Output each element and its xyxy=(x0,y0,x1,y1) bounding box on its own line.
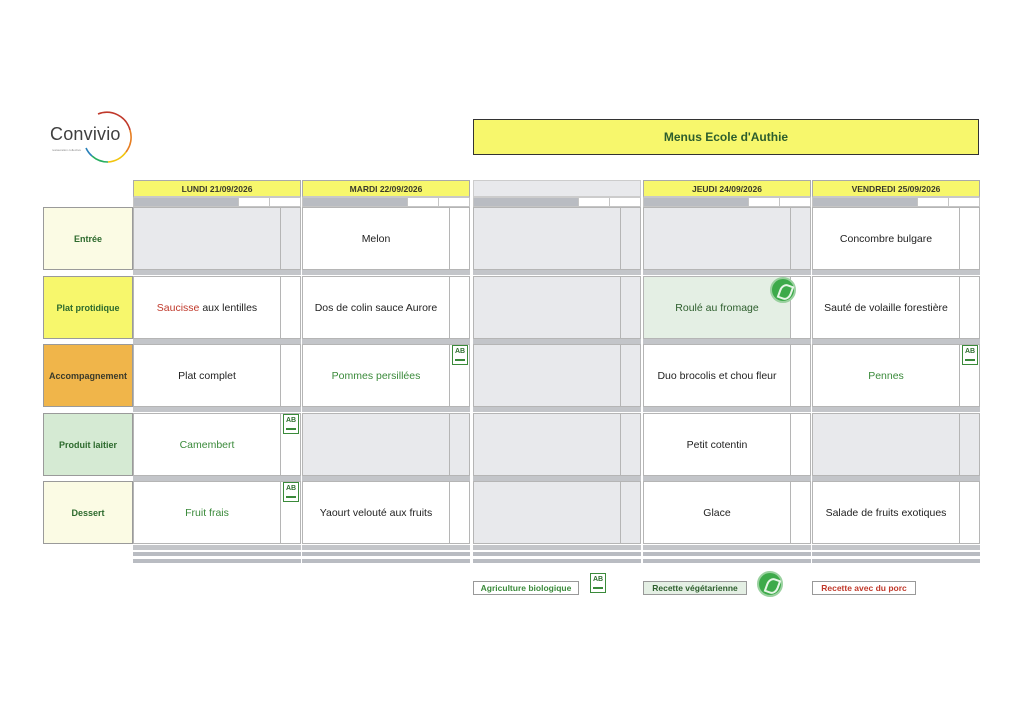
legend-bio: Agriculture biologique xyxy=(473,581,579,595)
menu-title: Menus Ecole d'Authie xyxy=(473,119,979,155)
vegetarian-leaf-icon xyxy=(770,277,796,303)
menu-cell: Sauté de volaille forestière xyxy=(812,276,980,339)
vegetarian-leaf-icon xyxy=(757,571,783,597)
day-column-mardi: MARDI 22/09/2026 Melon Dos de colin sauc… xyxy=(302,180,470,563)
day-subbar xyxy=(643,198,811,207)
day-header xyxy=(473,180,641,198)
menu-cell: Pommes persillées AB xyxy=(302,344,470,407)
ab-bio-icon: AB xyxy=(962,345,978,365)
menu-cell: Glace xyxy=(643,481,811,544)
row-label-accompagnement: Accompagnement xyxy=(43,344,133,407)
day-column-lundi: LUNDI 21/09/2026 Saucisse aux lentilles … xyxy=(133,180,301,563)
menu-cell: Petit cotentin xyxy=(643,413,811,476)
row-label-dessert: Dessert xyxy=(43,481,133,544)
ab-bio-icon: AB xyxy=(452,345,468,365)
menu-cell: Dos de colin sauce Aurore xyxy=(302,276,470,339)
menu-cell xyxy=(473,207,641,270)
menu-cell xyxy=(473,413,641,476)
brand-tagline: restauration collective xyxy=(52,148,82,152)
row-label-plat: Plat protidique xyxy=(43,276,133,339)
menu-cell: Fruit frais AB xyxy=(133,481,301,544)
menu-cell: Concombre bulgare xyxy=(812,207,980,270)
day-column-vendredi: VENDREDI 25/09/2026 Concombre bulgare Sa… xyxy=(812,180,980,563)
ab-bio-icon: AB xyxy=(283,482,299,502)
ab-bio-icon: AB xyxy=(590,573,606,593)
menu-cell: Plat complet xyxy=(133,344,301,407)
brand-name: Convivio xyxy=(50,124,121,144)
menu-cell xyxy=(302,413,470,476)
row-label-entree: Entrée xyxy=(43,207,133,270)
menu-cell xyxy=(133,207,301,270)
convivio-logo: Convivio restauration collective xyxy=(48,108,138,168)
menu-cell: Yaourt velouté aux fruits xyxy=(302,481,470,544)
menu-cell: Salade de fruits exotiques xyxy=(812,481,980,544)
day-subbar xyxy=(302,198,470,207)
day-subbar xyxy=(812,198,980,207)
menu-cell: Duo brocolis et chou fleur xyxy=(643,344,811,407)
menu-cell xyxy=(473,481,641,544)
day-subbar xyxy=(473,198,641,207)
day-column-empty xyxy=(473,180,641,563)
menu-cell: Roulé au fromage xyxy=(643,276,811,339)
menu-cell xyxy=(643,207,811,270)
day-header: JEUDI 24/09/2026 xyxy=(643,180,811,198)
legend-pork: Recette avec du porc xyxy=(812,581,916,595)
day-header: VENDREDI 25/09/2026 xyxy=(812,180,980,198)
row-label-produit-laitier: Produit laitier xyxy=(43,413,133,476)
day-header: LUNDI 21/09/2026 xyxy=(133,180,301,198)
menu-cell: Camembert AB xyxy=(133,413,301,476)
menu-cell xyxy=(812,413,980,476)
menu-item-pork: Saucisse aux lentilles xyxy=(156,301,258,314)
menu-cell: Pennes AB xyxy=(812,344,980,407)
logo-ring-icon xyxy=(85,111,132,163)
day-header: MARDI 22/09/2026 xyxy=(302,180,470,198)
menu-cell xyxy=(473,344,641,407)
ab-bio-icon: AB xyxy=(283,414,299,434)
menu-cell xyxy=(473,276,641,339)
legend-vegetarian: Recette végétarienne xyxy=(643,581,747,595)
menu-cell: Melon xyxy=(302,207,470,270)
day-subbar xyxy=(133,198,301,207)
menu-cell: Saucisse aux lentilles xyxy=(133,276,301,339)
day-column-jeudi: JEUDI 24/09/2026 Roulé au fromage Duo br… xyxy=(643,180,811,563)
